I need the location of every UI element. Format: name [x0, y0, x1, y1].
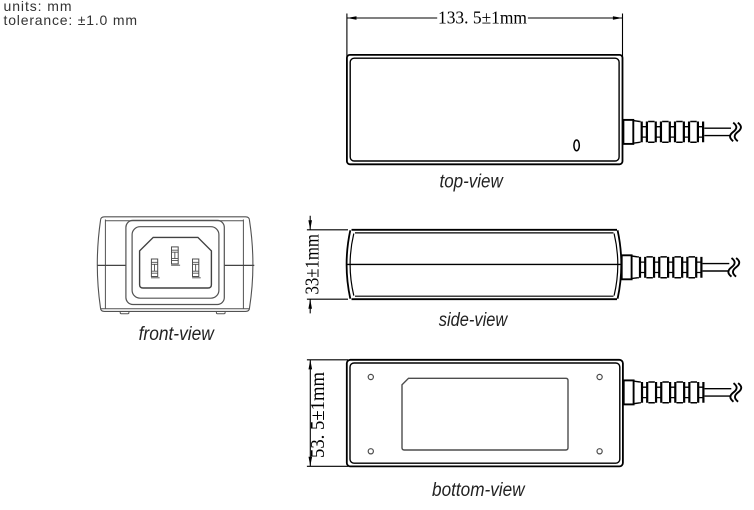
- svg-text:side-view: side-view: [439, 310, 508, 331]
- svg-text:top-view: top-view: [440, 171, 504, 192]
- svg-text:tolerance: ±1.0 mm: tolerance: ±1.0 mm: [4, 12, 138, 28]
- svg-text:units: mm: units: mm: [4, 0, 72, 14]
- svg-text:front-view: front-view: [139, 324, 215, 345]
- svg-text:133. 5±1mm: 133. 5±1mm: [438, 8, 527, 28]
- svg-text:bottom-view: bottom-view: [432, 480, 526, 501]
- svg-text:33±1mm: 33±1mm: [302, 234, 324, 295]
- svg-text:53. 5±1mm: 53. 5±1mm: [307, 372, 329, 458]
